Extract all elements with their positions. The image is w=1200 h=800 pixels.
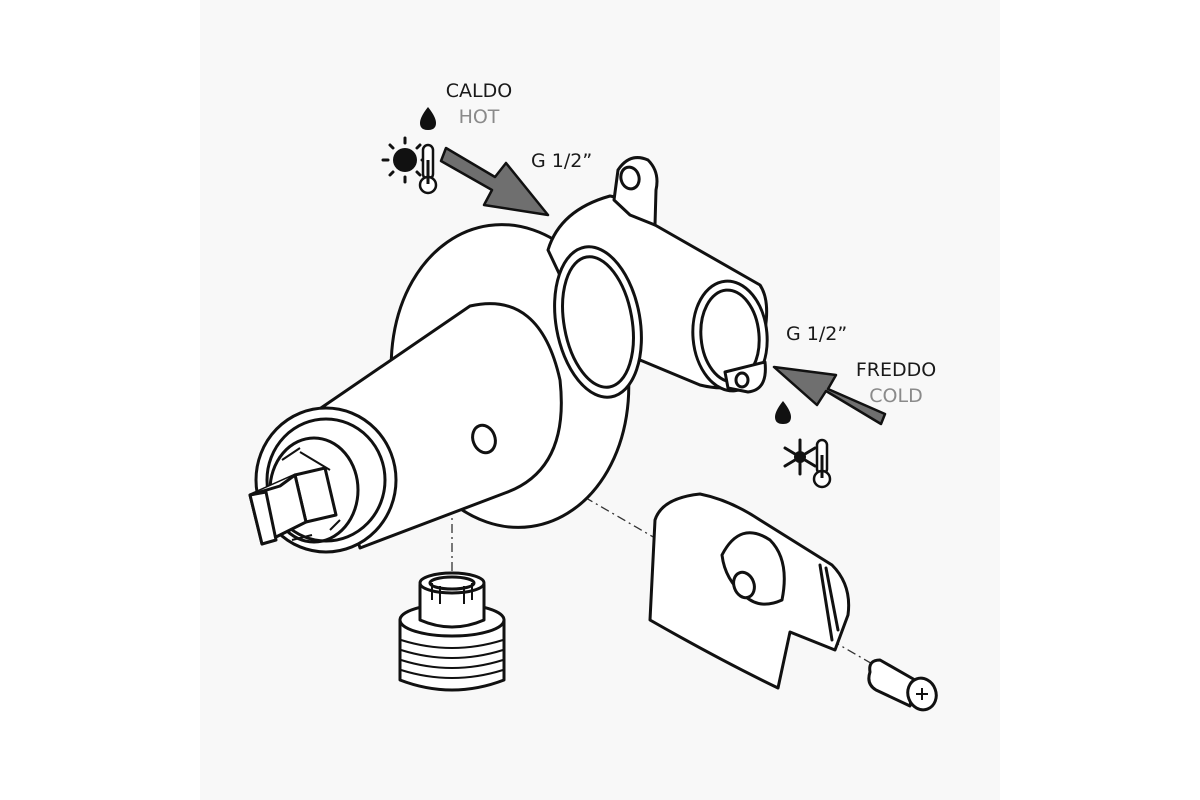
valve-body bbox=[546, 156, 769, 399]
water-drop-icon bbox=[420, 107, 436, 130]
snowflake-icon bbox=[783, 438, 817, 476]
mounting-screw bbox=[867, 658, 938, 712]
thread-size-cold: G 1/2” bbox=[786, 323, 847, 345]
thread-size-hot: G 1/2” bbox=[531, 150, 592, 172]
water-drop-icon bbox=[775, 401, 791, 424]
thermometer-icon bbox=[812, 438, 832, 489]
spindle bbox=[248, 466, 338, 546]
shower-holder bbox=[648, 492, 851, 690]
cold-inlet-arrow bbox=[772, 365, 887, 426]
threaded-fitting bbox=[398, 571, 506, 692]
hot-inlet-arrow bbox=[439, 146, 550, 217]
thermometer-icon bbox=[418, 143, 438, 195]
hot-label-en: HOT bbox=[459, 106, 500, 128]
hot-label-it: CALDO bbox=[446, 80, 512, 102]
sun-icon bbox=[381, 136, 429, 184]
cold-label-en: COLD bbox=[869, 385, 922, 407]
cold-label-it: FREDDO bbox=[856, 359, 936, 381]
